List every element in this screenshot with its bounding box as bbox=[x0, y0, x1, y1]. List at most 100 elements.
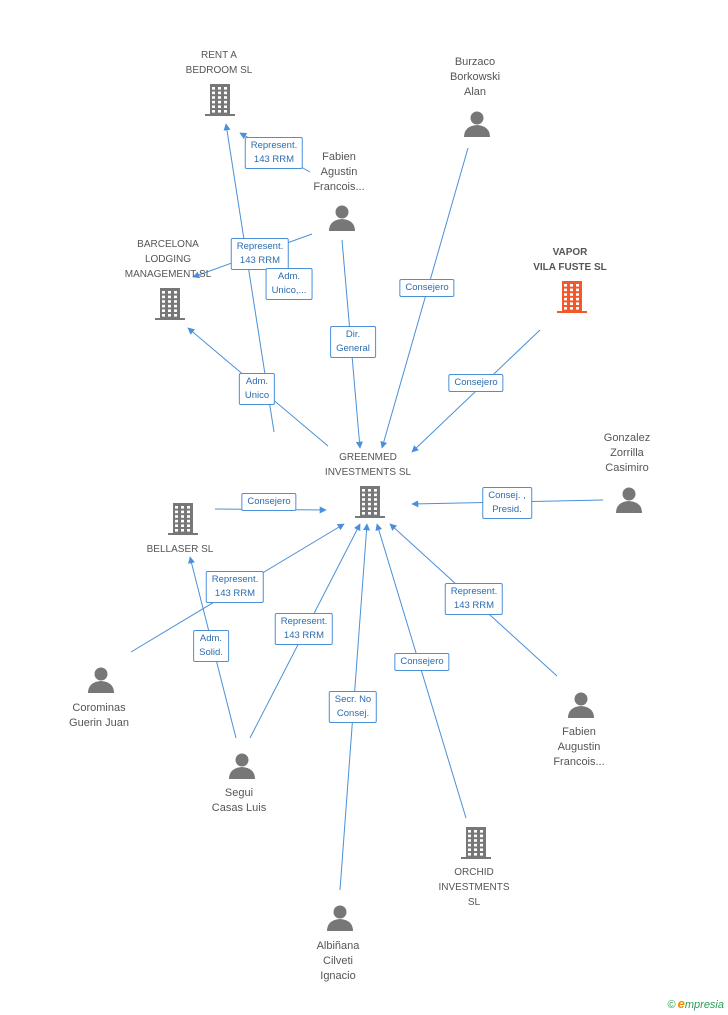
edge-label-vapor-greenmed[interactable]: Consejero bbox=[448, 374, 504, 392]
node-label-orchid[interactable]: ORCHID INVESTMENTS SL bbox=[438, 865, 509, 910]
node-orchid-building-icon[interactable] bbox=[461, 827, 491, 859]
node-label-line: SL bbox=[467, 897, 481, 908]
edge-label-fabien_top-greenmed[interactable]: Dir. General bbox=[330, 326, 376, 358]
edge-label-line: Adm. bbox=[277, 271, 301, 282]
edge-label-gonzalez-greenmed[interactable]: Consej. , Presid. bbox=[482, 487, 532, 519]
node-label-line: Guerin Juan bbox=[69, 717, 129, 729]
node-label-line: Ignacio bbox=[320, 970, 356, 982]
edge-label-line: Unico bbox=[244, 390, 270, 401]
node-rentabedroom-building-icon[interactable] bbox=[205, 84, 235, 116]
node-burzaco-person-icon[interactable] bbox=[464, 111, 490, 138]
edge-label-line: 143 RRM bbox=[453, 600, 495, 611]
edge-label-line: Consejero bbox=[247, 496, 291, 507]
edge-label-fabien_bottom-greenmed[interactable]: Represent. 143 RRM bbox=[444, 583, 504, 615]
node-label-line: VAPOR bbox=[552, 247, 588, 258]
edge-line-orchid-greenmed bbox=[375, 523, 467, 819]
edge-label-line: Secr. No bbox=[334, 694, 372, 705]
node-label-line: Alan bbox=[463, 86, 487, 98]
node-label-line: LODGING bbox=[144, 254, 192, 265]
node-label-line: Augustin bbox=[557, 741, 601, 753]
node-label-barcelona[interactable]: BARCELONA LODGING MANAGEMENT SL bbox=[125, 237, 212, 282]
node-label-greenmed[interactable]: GREENMED INVESTMENTS SL bbox=[325, 450, 411, 480]
edge-label-line: Consejero bbox=[405, 282, 449, 293]
edge-label-line: Represent. bbox=[250, 140, 298, 151]
edge-label-greenmed-rentabedroom[interactable]: Represent. 143 RRM bbox=[230, 238, 290, 270]
empresia-logo: ©empresia bbox=[667, 996, 724, 1011]
node-label-line: BARCELONA bbox=[137, 239, 199, 250]
edge-label-line: Solid. bbox=[199, 647, 223, 658]
edge-label-line: General bbox=[336, 343, 370, 354]
edge-label-line: Adm. bbox=[199, 633, 223, 644]
node-label-line: Agustin bbox=[320, 166, 358, 178]
edge-label-line: 143 RRM bbox=[239, 255, 281, 266]
edge-label-corominas-greenmed[interactable]: Represent.143 RRM bbox=[205, 571, 265, 603]
node-barcelona-building-icon[interactable] bbox=[155, 288, 185, 320]
node-label-line: BELLASER SL bbox=[146, 544, 214, 555]
edge-label-line: 143 RRM bbox=[283, 630, 325, 641]
node-greenmed-building-icon[interactable] bbox=[355, 486, 385, 518]
edge-label-line: Consejero bbox=[400, 656, 444, 667]
node-bellaser-building-icon[interactable] bbox=[168, 503, 198, 535]
node-label-bellaser[interactable]: BELLASER SL bbox=[147, 542, 214, 557]
edge-label-line: Consej. bbox=[336, 708, 370, 719]
edge-label-line: Represent. bbox=[450, 586, 498, 597]
edge-label-orchid-greenmed[interactable]: Consejero bbox=[394, 653, 450, 671]
node-label-line: Casimiro bbox=[605, 462, 649, 474]
edge-label-fabien_top-rentabedroom[interactable]: Represent. 143 RRM bbox=[244, 137, 304, 169]
node-label-line: Corominas bbox=[72, 702, 126, 714]
edge-label-segui-greenmed[interactable]: Represent. 143 RRM bbox=[274, 613, 334, 645]
node-corominas-person-icon[interactable] bbox=[88, 667, 114, 694]
node-label-line: Zorrilla bbox=[610, 447, 644, 459]
node-label-line: Burzaco bbox=[454, 56, 496, 68]
edge-label-fabien_top-barcelona[interactable]: Adm. Unico,... bbox=[265, 268, 313, 300]
node-label-line: Francois... bbox=[313, 181, 365, 193]
node-vapor-building-icon[interactable] bbox=[557, 281, 587, 313]
edge-line-burzaco-greenmed bbox=[380, 147, 469, 449]
node-label-line: RENT A bbox=[201, 50, 237, 61]
edge-label-greenmed-barcelona[interactable]: Adm. Unico bbox=[238, 373, 276, 405]
edge-label-albinana-greenmed[interactable]: Secr. No Consej. bbox=[328, 691, 378, 723]
node-label-line: Fabien bbox=[562, 726, 596, 738]
node-label-line: GREENMED bbox=[339, 452, 397, 463]
node-label-line: VILA FUSTE SL bbox=[533, 262, 607, 273]
edge-label-line: Consejero bbox=[454, 377, 498, 388]
node-label-line: Francois... bbox=[553, 756, 605, 768]
edge-label-segui-bellaser[interactable]: Adm. Solid. bbox=[193, 630, 229, 662]
node-label-line: Fabien bbox=[322, 151, 356, 163]
node-fabien_bottom-person-icon[interactable] bbox=[568, 692, 594, 719]
edge-label-line: Unico,... bbox=[271, 285, 307, 296]
node-label-line: ORCHID bbox=[454, 867, 494, 878]
node-fabien_top-person-icon[interactable] bbox=[329, 205, 355, 232]
node-label-line: Casas Luis bbox=[211, 802, 267, 814]
edge-label-line: Represent. bbox=[280, 616, 328, 627]
node-label-line: Segui bbox=[224, 787, 254, 799]
node-gonzalez-person-icon[interactable] bbox=[616, 487, 642, 514]
edge-label-line: 143 RRM bbox=[253, 154, 295, 165]
node-label-line: MANAGEMENT SL bbox=[124, 269, 212, 280]
edge-label-line: Adm. bbox=[245, 376, 269, 387]
edge-label-line: Dir. bbox=[345, 329, 361, 340]
node-label-line: BEDROOM SL bbox=[185, 65, 253, 76]
edge-label-line: Presid. bbox=[492, 504, 522, 515]
edge-label-line: Represent. bbox=[211, 574, 259, 585]
node-label-line: Borkowski bbox=[449, 71, 501, 83]
node-label-vapor[interactable]: VAPOR VILA FUSTE SL bbox=[533, 245, 607, 275]
node-label-line: INVESTMENTS bbox=[438, 882, 510, 893]
node-label-line: Gonzalez bbox=[603, 432, 651, 444]
node-label-line: Cilveti bbox=[323, 955, 353, 967]
node-segui-person-icon[interactable] bbox=[229, 753, 255, 780]
node-albinana-person-icon[interactable] bbox=[327, 905, 353, 932]
edge-label-line: Consej. , bbox=[488, 490, 526, 501]
node-label-line: INVESTMENTS SL bbox=[324, 467, 412, 478]
edge-label-burzaco-greenmed[interactable]: Consejero bbox=[399, 279, 455, 297]
node-label-rentabedroom[interactable]: RENT A BEDROOM SL bbox=[186, 48, 253, 78]
edge-label-bellaser-greenmed[interactable]: Consejero bbox=[241, 493, 297, 511]
edge-label-line: Represent. bbox=[236, 241, 284, 252]
